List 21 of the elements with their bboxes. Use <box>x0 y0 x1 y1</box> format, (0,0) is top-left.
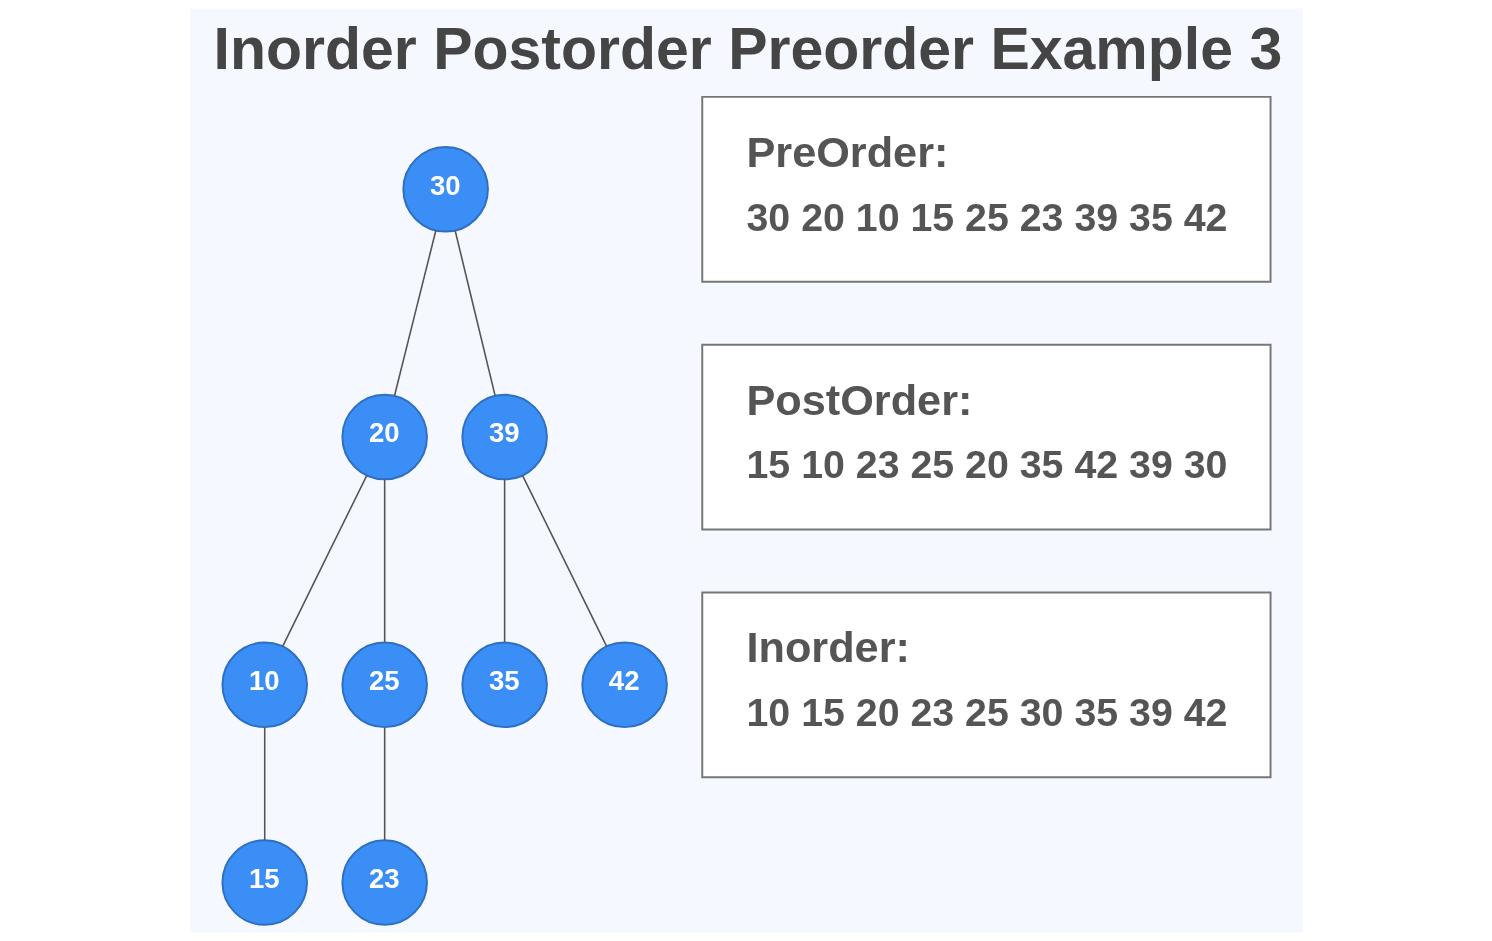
connector <box>393 229 437 396</box>
diagram-title: Inorder Postorder Preorder Example 3 <box>213 16 1282 83</box>
connector <box>281 474 367 647</box>
connector <box>383 727 385 841</box>
node-circle: 10 <box>220 641 308 729</box>
node-circle: 15 <box>220 839 308 926</box>
node-circle: 23 <box>340 839 428 926</box>
node-circle: 35 <box>460 641 548 729</box>
node-box: Inorder: 10 15 20 23 25 30 35 39 42 <box>700 591 1272 779</box>
connector <box>263 727 265 841</box>
node-circle: 30 <box>401 146 489 233</box>
node-circle: 25 <box>340 641 428 729</box>
node-box: PreOrder: 30 20 10 15 25 23 39 35 42 <box>700 95 1272 283</box>
connector <box>383 479 385 643</box>
node-circle: 20 <box>340 393 428 481</box>
node-box: PostOrder: 15 10 23 25 20 35 42 39 30 <box>700 343 1272 531</box>
connector <box>503 479 505 643</box>
connector <box>521 474 607 647</box>
node-circle: 42 <box>580 641 668 729</box>
connector <box>453 230 496 397</box>
node-circle: 39 <box>460 393 548 481</box>
